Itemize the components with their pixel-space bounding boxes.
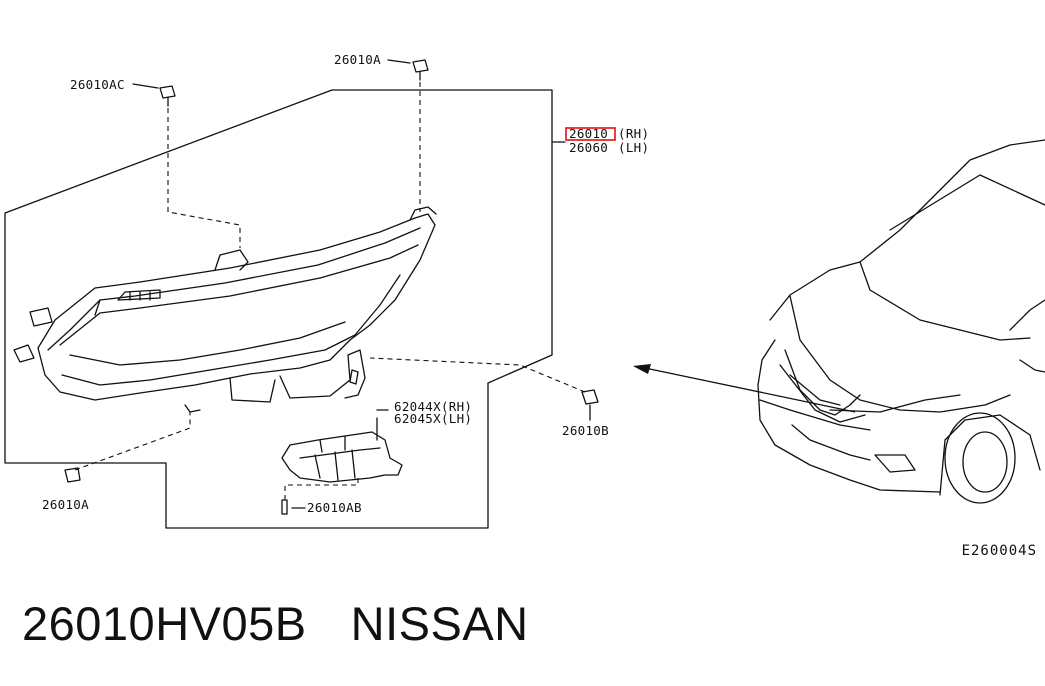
assembly-boundary [4, 89, 553, 529]
bolt-top-left-icon [159, 85, 176, 99]
vehicle-outline [769, 139, 1045, 321]
label-nut-right: 26010B [562, 423, 609, 438]
highlight-box [565, 127, 616, 141]
label-headlamp-rh: 26010 [569, 126, 608, 141]
bracket-part [281, 431, 403, 483]
dash-line-bottom [74, 412, 191, 471]
tab-left [29, 307, 53, 327]
label-bolt-top-left: 26010AC [70, 77, 125, 92]
caption: 26010HV05B NISSAN [22, 596, 529, 651]
nut-right-icon [581, 389, 599, 405]
direction-arrow [633, 364, 856, 413]
label-bracket-rh: 62044X(RH) [394, 399, 472, 414]
part-number: 26010HV05B [22, 597, 307, 650]
tab-top [214, 249, 249, 271]
label-headlamp-lh: 26060 [569, 140, 608, 155]
label-headlamp-rh-suffix: (RH) [618, 126, 649, 141]
diagram-code: E260004S [961, 543, 1037, 559]
screw-bracket-icon [281, 499, 288, 515]
label-headlamp-lh-suffix: (LH) [618, 140, 649, 155]
headlamp-housing [37, 213, 436, 401]
label-bracket-lh: 62045X(LH) [394, 411, 472, 426]
headlamp-bezel [47, 227, 421, 351]
housing-rear [229, 349, 366, 403]
dash-line-bracket [284, 478, 359, 500]
vehicle-grille [784, 349, 861, 416]
brand-name: NISSAN [350, 597, 529, 650]
label-screw-bracket: 26010AB [307, 500, 362, 515]
vehicle-wheel [944, 412, 1016, 504]
bolt-bottom-left-icon [64, 467, 81, 483]
label-bolt-bottom-left: 26010A [42, 497, 89, 512]
label-bolt-top: 26010A [334, 52, 381, 67]
bolt-top-icon [412, 59, 429, 73]
dash-line-nut [369, 357, 586, 393]
